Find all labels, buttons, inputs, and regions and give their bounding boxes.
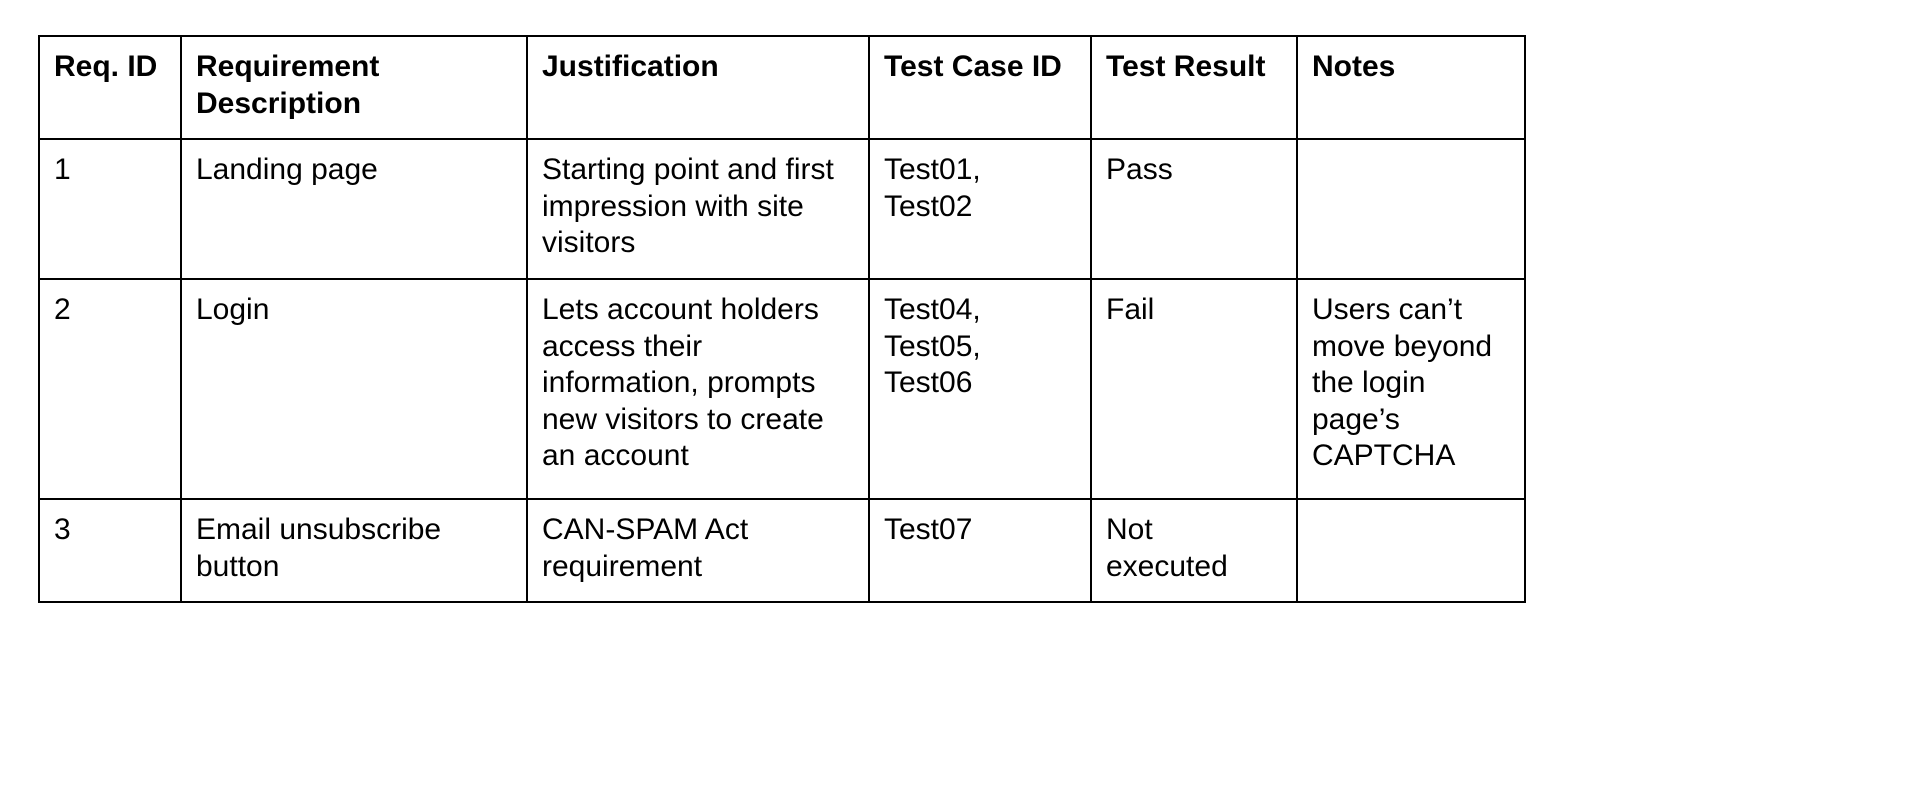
cell-result: Fail [1090,277,1298,500]
cell-notes: Users can’t move beyond the login page’s… [1296,277,1526,500]
column-header-just: Justification [526,34,870,141]
column-header-tc-id: Test Case ID [868,34,1092,141]
requirements-table-container: Req. ID Requirement Description Justific… [38,34,1526,604]
table-row: 2 Login Lets account holders access thei… [38,277,1526,500]
cell-tc-id: Test01, Test02 [868,138,1092,280]
cell-notes [1296,497,1526,604]
cell-just: Starting point and first impression with… [526,138,870,280]
cell-req-id: 2 [38,277,182,500]
cell-just: Lets account holders access their inform… [526,277,870,500]
cell-req-desc: Login [180,277,528,500]
cell-req-id: 3 [38,497,182,604]
cell-notes [1296,138,1526,280]
cell-tc-id: Test07 [868,497,1092,604]
cell-just: CAN-SPAM Act requirement [526,497,870,604]
requirements-traceability-table: Req. ID Requirement Description Justific… [38,34,1526,604]
cell-result: Pass [1090,138,1298,280]
cell-req-desc: Email unsubscribe button [180,497,528,604]
column-header-result: Test Result [1090,34,1298,141]
column-header-req-id: Req. ID [38,34,182,141]
column-header-req-desc: Requirement Description [180,34,528,141]
cell-req-id: 1 [38,138,182,280]
cell-result: Not executed [1090,497,1298,604]
table-header-row: Req. ID Requirement Description Justific… [38,34,1526,141]
cell-tc-id: Test04, Test05, Test06 [868,277,1092,500]
table-row: 3 Email unsubscribe button CAN-SPAM Act … [38,497,1526,604]
table-row: 1 Landing page Starting point and first … [38,138,1526,280]
column-header-notes: Notes [1296,34,1526,141]
cell-req-desc: Landing page [180,138,528,280]
